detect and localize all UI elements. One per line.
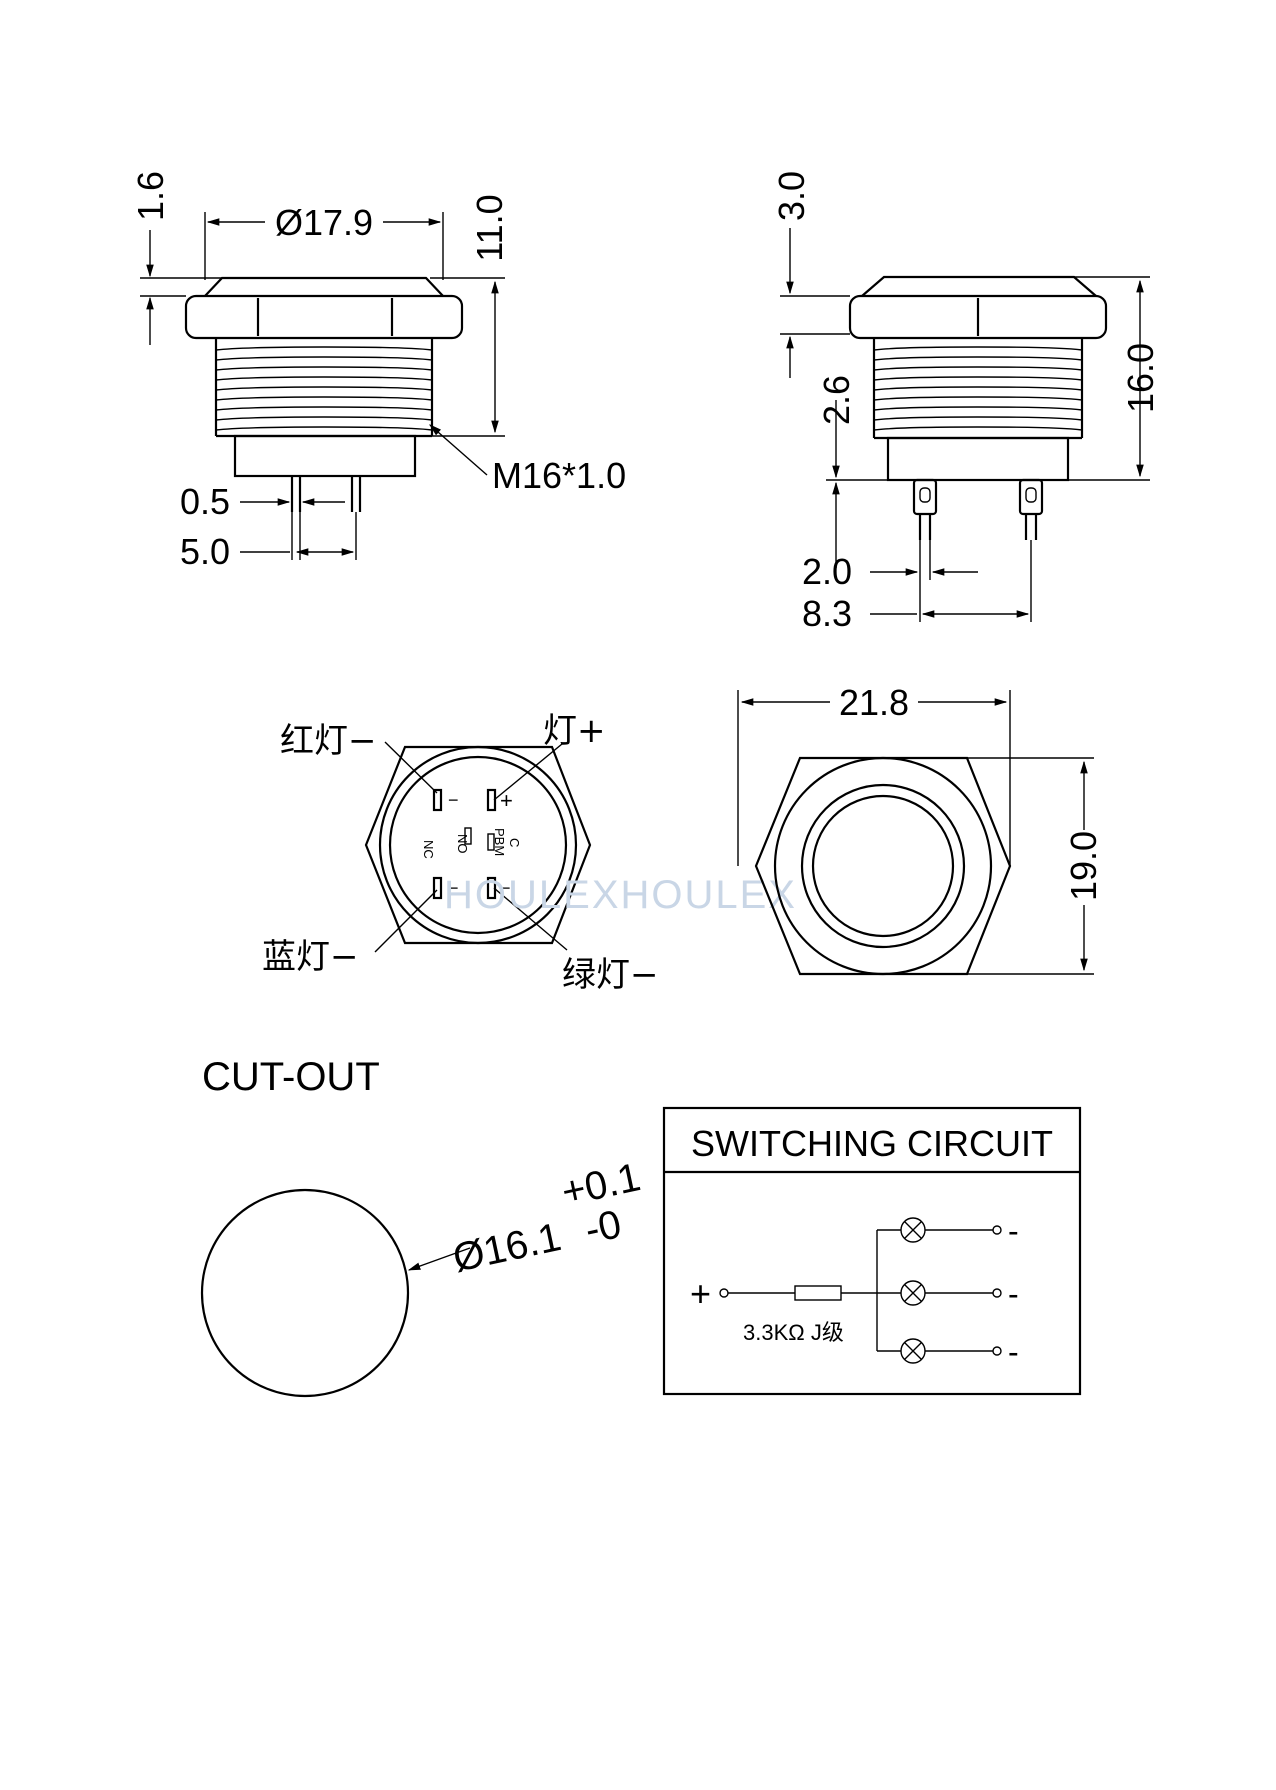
button-face xyxy=(811,794,955,938)
hex-outline xyxy=(754,756,1012,976)
pin-slot-led-plus xyxy=(486,788,497,812)
dim-terminal-spacing: 8.3 xyxy=(802,593,852,634)
terminal-right xyxy=(1018,478,1044,516)
mark-minus: − xyxy=(448,878,459,898)
bottom-body xyxy=(886,436,1070,482)
circuit-plus: + xyxy=(690,1273,711,1314)
cutout-diameter: Ø16.1 xyxy=(449,1215,565,1281)
label-blue-led: 蓝灯− xyxy=(262,937,359,977)
cutout-title: CUT-OUT xyxy=(202,1055,380,1099)
lamp-1-minus: - xyxy=(1008,1213,1019,1249)
cap-outline xyxy=(861,275,1097,297)
thread-body xyxy=(214,338,434,438)
inner-ring xyxy=(388,755,568,935)
dim-thread: M16*1.0 xyxy=(492,455,626,496)
side-view-left: Ø17.9 1.6 11.0 M16*1.0 0.5 5.0 xyxy=(130,171,626,572)
resistor-label: 3.3KΩ J级 xyxy=(743,1320,844,1345)
mark-plus: + xyxy=(500,788,513,813)
cutout-tol-minus: -0 xyxy=(581,1202,625,1252)
terminal-left xyxy=(912,478,938,516)
circuit-title: SWITCHING CIRCUIT xyxy=(691,1123,1053,1164)
dim-head: 3.0 xyxy=(771,171,812,221)
bottom-view: − + − − C PBM NO NC 红灯− 灯+ 蓝灯− 绿灯− HOULE… xyxy=(262,711,797,995)
label-green-led: 绿灯− xyxy=(562,955,659,995)
pin-slot-red xyxy=(432,788,443,812)
cutout-circle xyxy=(200,1188,410,1398)
cutout-section: CUT-OUT Ø16.1 +0.1 -0 xyxy=(200,1055,644,1398)
hex-nut xyxy=(184,294,464,340)
cap-outline xyxy=(204,276,444,297)
pin-label-pbm: PBM xyxy=(492,828,507,856)
thread-body xyxy=(872,338,1084,440)
dim-nut: 2.6 xyxy=(816,375,857,425)
dim-flange: 1.6 xyxy=(130,171,171,221)
resistor xyxy=(794,1285,842,1301)
front-view: 21.8 19.0 xyxy=(737,682,1104,976)
switching-circuit: SWITCHING CIRCUIT + 3.3KΩ J级 - - - xyxy=(662,1106,1082,1396)
dim-pin-spacing: 5.0 xyxy=(180,531,230,572)
pin-label-no: NO xyxy=(455,834,470,854)
dim-height: 11.0 xyxy=(469,194,510,261)
label-led-plus: 灯+ xyxy=(543,711,606,751)
hex-outline xyxy=(364,745,592,945)
lamp-3-minus: - xyxy=(1008,1334,1019,1370)
lamp-2-minus: - xyxy=(1008,1276,1019,1312)
side-view-right: 3.0 2.6 16.0 2.0 8.3 xyxy=(771,171,1161,634)
mark-minus: − xyxy=(448,790,459,810)
dim-total: 16.0 xyxy=(1120,343,1161,413)
dim-height: 19.0 xyxy=(1063,831,1104,901)
mark-minus: − xyxy=(500,878,511,898)
pin-slot-blue xyxy=(432,876,443,900)
dim-pin-width: 0.5 xyxy=(180,481,230,522)
bottom-body xyxy=(233,434,417,478)
outer-ring xyxy=(773,756,993,976)
pin-label-c: C xyxy=(507,838,522,847)
hex-nut xyxy=(848,294,1108,340)
dim-terminal: 2.0 xyxy=(802,551,852,592)
watermark: HOULEXHOULEX xyxy=(444,873,797,917)
dim-width: 21.8 xyxy=(839,682,909,723)
label-red-led: 红灯− xyxy=(280,721,377,761)
pin-label-nc: NC xyxy=(421,840,436,859)
outer-ring xyxy=(378,745,578,945)
terminal-node xyxy=(719,1288,729,1298)
middle-ring xyxy=(800,783,966,949)
dim-diameter: Ø17.9 xyxy=(275,202,373,243)
circuit-frame xyxy=(662,1106,1082,1396)
